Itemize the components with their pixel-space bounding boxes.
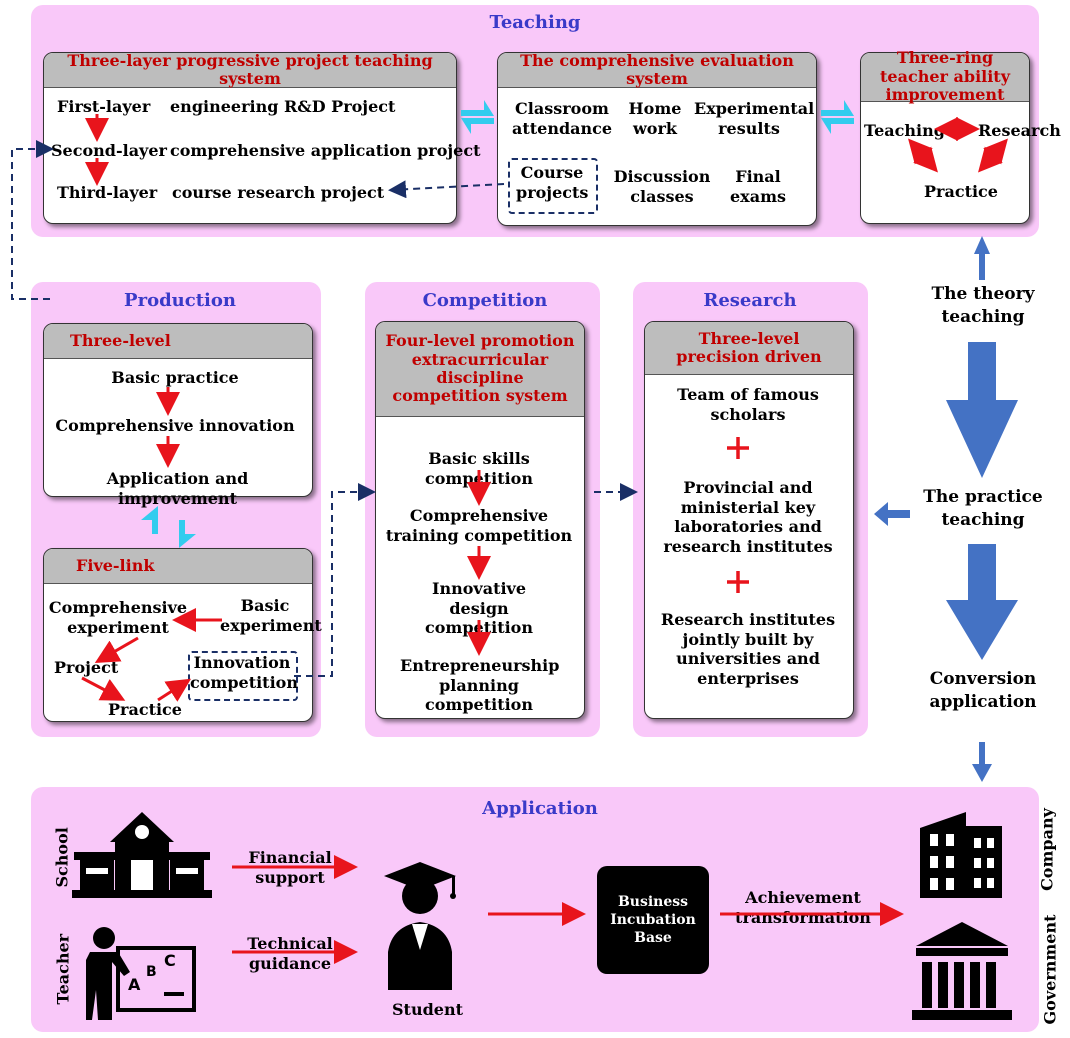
teaching-title: Teaching [489,12,581,33]
innovation-to-competition-dash [294,483,376,677]
evaluation-card-title: The comprehensive evaluation system [498,51,816,88]
third-layer-project: course research project [172,183,385,202]
second-layer-label: Second-layer [51,141,167,160]
company-icon [920,812,1002,898]
student-icon [384,862,456,990]
government-icon [912,922,1012,1020]
second-layer-project: comprehensive application project [170,141,481,160]
eval-course-projects: Course projects [516,163,589,202]
five-link-card-title: Five-link [44,549,312,584]
three-level-card-title: Three-level [44,324,312,359]
achievement-transformation-label: Achievement transformation [735,888,871,927]
competition-card: Four-level promotion extracurricular dis… [375,321,585,719]
ring-practice: Practice [924,182,998,201]
course-projects-dash-arrow [388,180,505,199]
side-blue-arrows [874,236,1018,782]
eval-home-work: Home work [628,99,682,138]
first-layer-label: First-layer [57,97,151,116]
evaluation-card: The comprehensive evaluation system [497,51,817,226]
exchange-arrows-2 [821,100,854,134]
eval-final-exams: Final exams [729,167,787,206]
competition-entrepreneurship-planning: Entrepreneurship planning competition [400,656,560,715]
research-key-laboratories: Provincial and ministerial key laborator… [663,478,833,556]
three-level-comprehensive-innovation: Comprehensive innovation [55,416,295,435]
ring-arrows [908,117,1008,173]
research-plus-signs [727,437,749,593]
five-link-practice: Practice [108,700,182,719]
production-title: Production [124,290,236,311]
financial-support-label: Financial support [248,848,332,887]
five-link-arrows [81,608,222,702]
svg-text:A: A [128,975,141,994]
research-card: Three-level precision driven [644,321,854,719]
teacher-icon: A B C [86,927,196,1020]
course-projects-highlight [508,158,598,214]
project-teaching-card-title: Three-layer progressive project teaching… [44,51,456,88]
competition-title: Competition [422,290,548,311]
three-level-basic-practice: Basic practice [111,368,239,387]
svg-text:C: C [164,951,176,970]
research-title: Research [703,290,797,311]
teacher-ability-card-title: Three-ring teacher ability improvement [861,49,1029,104]
research-card-title: Three-level precision driven [645,322,853,375]
eval-experimental-results: Experimental results [694,99,815,138]
third-layer-label: Third-layer [57,183,158,202]
technical-guidance-label: Technical guidance [247,934,333,973]
practice-teaching-label: The practice teaching [923,487,1043,530]
research-joint-institutes: Research institutes jointly built by uni… [660,610,836,688]
project-teaching-card: Three-layer progressive project teaching… [43,51,457,224]
exchange-arrows-1 [461,100,494,134]
application-title: Application [482,798,598,819]
eval-discussion-classes: Discussion classes [613,167,711,206]
five-link-innovation-competition: Innovation competition [190,653,298,692]
five-link-comprehensive-experiment: Comprehensive experiment [48,598,188,637]
research-team-scholars: Team of famous scholars [677,385,819,424]
theory-teaching-label: The theory teaching [931,284,1035,327]
first-layer-project: engineering R&D Project [170,97,396,116]
conversion-application-label: Conversion application [929,669,1037,712]
competition-comprehensive-training: Comprehensive training competition [385,506,573,545]
competition-card-title: Four-level promotion extracurricular dis… [376,322,584,417]
production-exchange-arrows [141,506,196,548]
business-incubation-base: Business Incubation Base [597,866,709,974]
eval-classroom-attendance: Classroom attendance [512,99,613,138]
application-arrows [232,855,904,964]
three-level-application-improvement: Application and improvement [106,469,249,508]
svg-text:B: B [146,964,157,980]
school-icon [72,812,212,898]
ring-teaching: Teaching [864,121,945,140]
application-panel [31,787,1039,1032]
ring-research: Research [978,121,1061,140]
production-loop-dash [11,140,54,300]
student-label: Student [392,1000,463,1019]
five-link-basic-experiment: Basic experiment [220,596,322,635]
